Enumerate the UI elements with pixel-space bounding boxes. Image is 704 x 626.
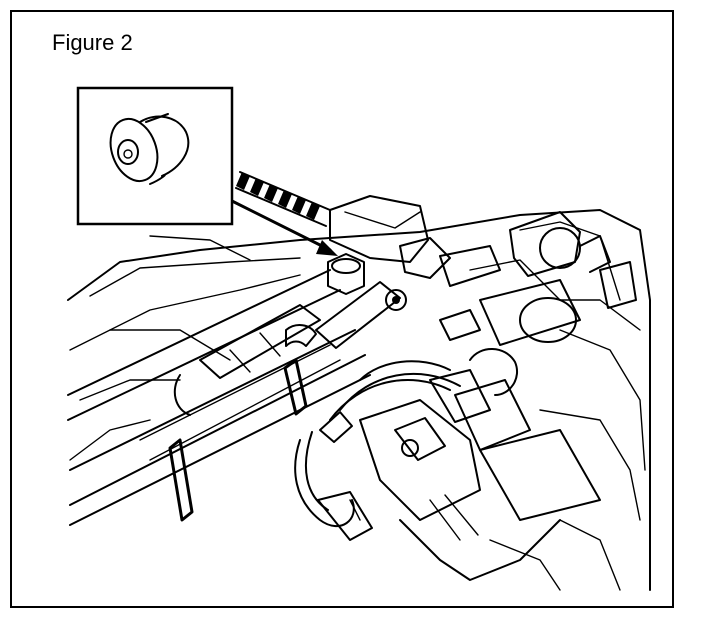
electrical-connector	[319, 369, 601, 581]
fuel-rail-tubes	[67, 269, 371, 526]
cable-tie	[168, 358, 308, 522]
grommet-nut	[327, 253, 365, 295]
figure-label: Figure 2	[52, 30, 133, 55]
callout-leader	[228, 198, 338, 256]
detail-inset	[76, 86, 234, 226]
threaded-shaft	[235, 171, 331, 227]
wiring-harness	[294, 360, 461, 541]
sensor-component	[439, 261, 637, 396]
throttle-housing	[329, 195, 611, 287]
bushing-icon	[109, 113, 190, 185]
bracket-arm	[285, 281, 407, 349]
